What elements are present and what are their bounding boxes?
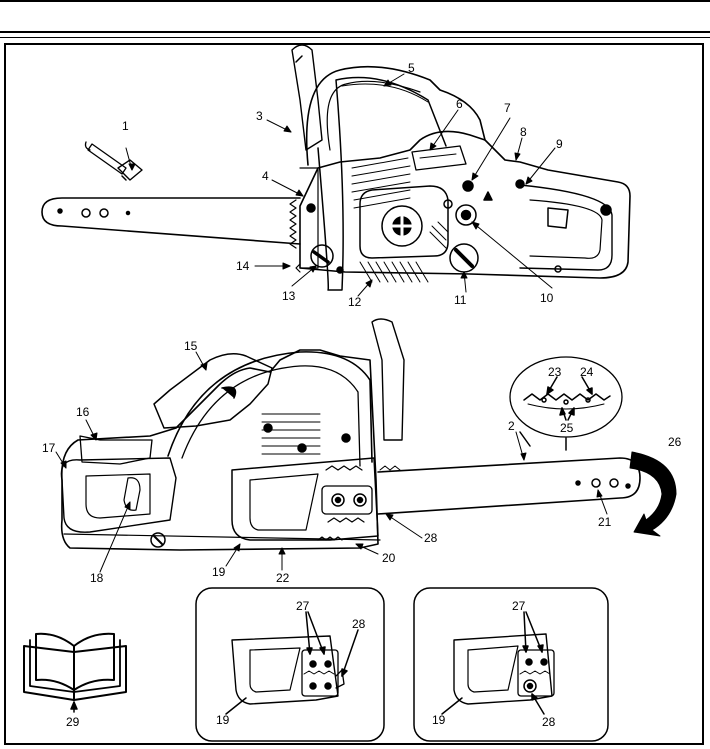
callout-26: 26 xyxy=(668,435,682,449)
callout-29: 29 xyxy=(66,715,80,729)
callout-15: 15 xyxy=(184,339,198,353)
clutch-cover-detail-left xyxy=(195,587,385,742)
callout-28b: 28 xyxy=(352,617,366,631)
callout-28a: 28 xyxy=(424,531,438,545)
clutch-cover-detail-right xyxy=(413,587,609,742)
manual-book-icon xyxy=(23,632,127,713)
callout-19a: 19 xyxy=(212,565,226,579)
saw-chain-detail xyxy=(509,356,623,451)
callout-16: 16 xyxy=(76,405,90,419)
callout-25: 25 xyxy=(560,421,574,435)
callout-7: 7 xyxy=(504,101,511,115)
callout-4: 4 xyxy=(262,169,269,183)
callout-28c: 28 xyxy=(542,715,556,729)
callout-27b: 27 xyxy=(512,599,526,613)
header-rule-thin xyxy=(0,37,710,38)
callout-8: 8 xyxy=(520,125,527,139)
callout-18: 18 xyxy=(90,571,104,585)
callout-21: 21 xyxy=(598,515,612,529)
callout-5: 5 xyxy=(408,61,415,75)
top-rule xyxy=(0,0,710,2)
chainsaw-side-view xyxy=(60,318,641,551)
callout-3: 3 xyxy=(256,109,263,123)
header-rule xyxy=(0,31,710,33)
callout-6: 6 xyxy=(456,97,463,111)
rotation-arrow-icon xyxy=(629,451,677,537)
callout-11: 11 xyxy=(454,293,467,307)
callout-22: 22 xyxy=(276,571,290,585)
callout-13: 13 xyxy=(282,289,296,303)
callout-20: 20 xyxy=(382,551,396,565)
callout-19b: 19 xyxy=(216,713,230,727)
callout-24: 24 xyxy=(580,365,594,379)
callout-17: 17 xyxy=(42,441,56,455)
chainsaw-top-view xyxy=(41,44,631,291)
callout-2: 2 xyxy=(508,419,515,433)
figure-frame xyxy=(4,43,704,745)
callout-14: 14 xyxy=(236,259,250,273)
callout-12: 12 xyxy=(348,295,362,309)
callout-19c: 19 xyxy=(432,713,446,727)
callout-10: 10 xyxy=(540,291,554,305)
chain-wrench-icon xyxy=(84,141,143,181)
callout-27a: 27 xyxy=(296,599,310,613)
callout-9: 9 xyxy=(556,137,563,151)
callout-1: 1 xyxy=(122,119,129,133)
callout-23: 23 xyxy=(548,365,562,379)
